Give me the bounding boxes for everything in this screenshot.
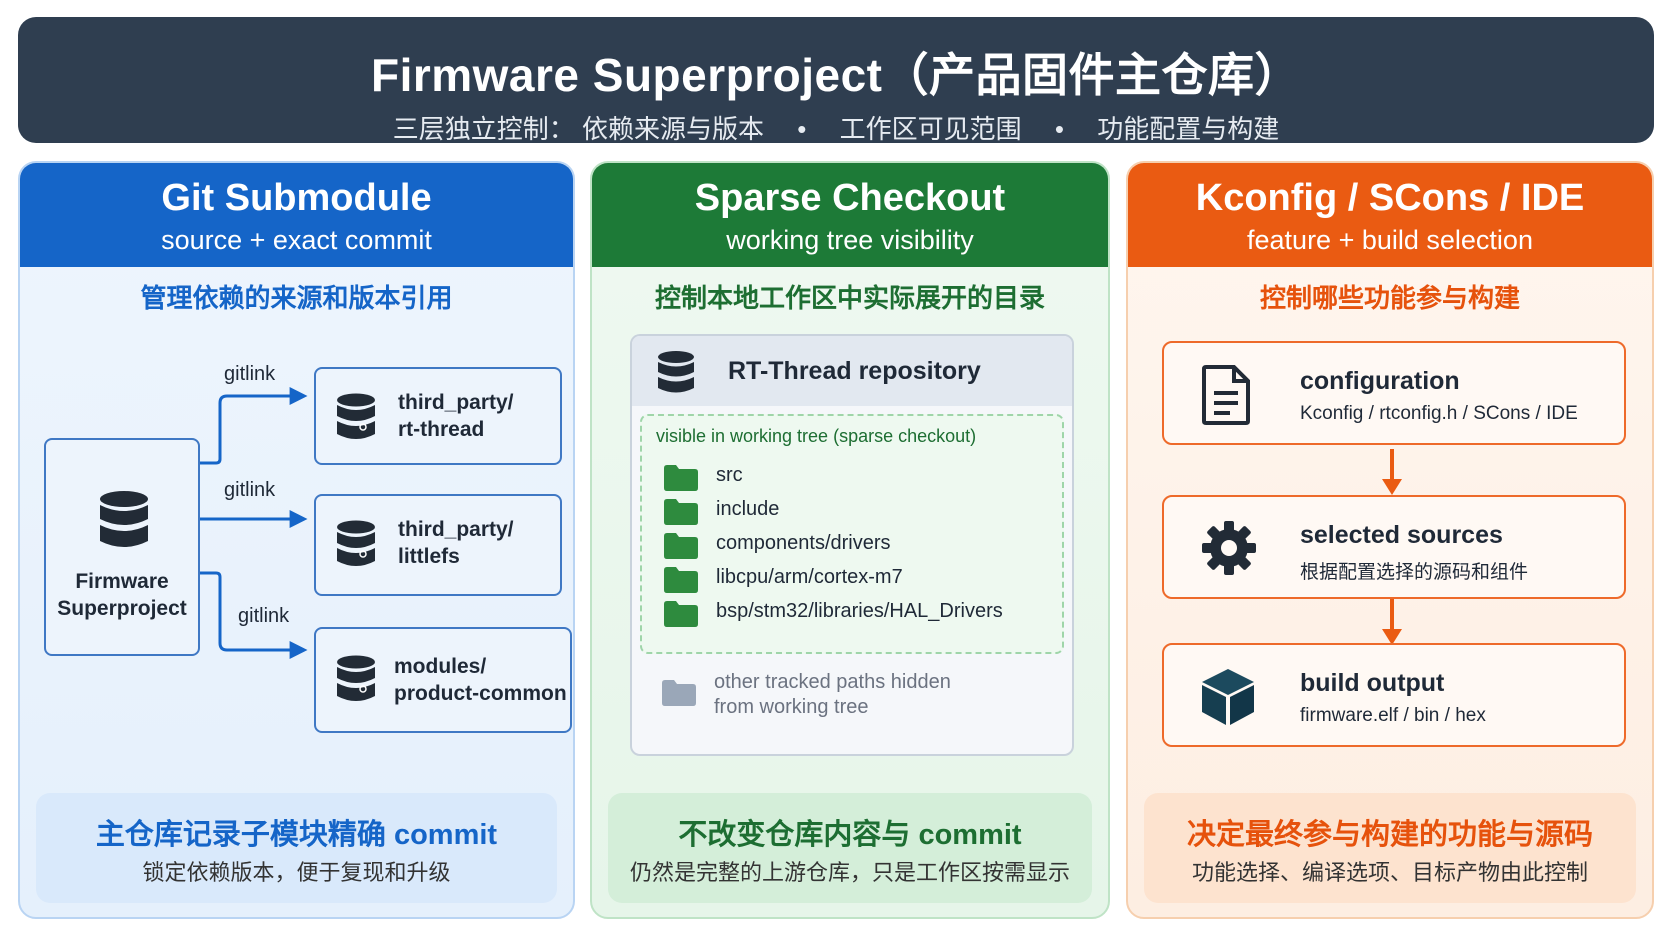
submodule-panel-header: Git Submodule source + exact commit xyxy=(20,163,573,267)
submodule-node-product-common: modules/ product-common xyxy=(314,627,572,733)
folder-icon xyxy=(664,465,698,491)
gitlink-arrow-rt-thread xyxy=(200,387,308,465)
gitlink-arrow-product-common xyxy=(200,571,308,659)
folder-icon xyxy=(664,499,698,525)
superproject-label: Firmware Superproject xyxy=(57,570,187,620)
sparse-panel-title: Sparse Checkout xyxy=(694,177,1006,219)
sparse-footer-title: 不改变仓库内容与 commit xyxy=(678,819,1022,851)
hidden-paths-text: other tracked paths hidden from working … xyxy=(714,671,951,718)
sparse-panel-header: Sparse Checkout working tree visibility xyxy=(592,163,1108,267)
flow-arrow-icon xyxy=(1382,599,1402,645)
submodule-panel: Git Submodule source + exact commit 管理依赖… xyxy=(18,161,575,919)
flow-arrow-icon xyxy=(1382,449,1402,495)
superproject-node: Firmware Superproject xyxy=(44,438,200,656)
step-build-output: build output firmware.elf / bin / hex xyxy=(1162,643,1626,747)
folder-icon xyxy=(664,601,698,627)
repository-title: RT-Thread repository xyxy=(728,357,981,385)
folder-path: include xyxy=(716,498,780,520)
subtitle-separator: • xyxy=(797,114,807,144)
sparse-panel-subtitle: working tree visibility xyxy=(726,225,974,255)
gitlink-connectors xyxy=(200,387,308,659)
cube-icon xyxy=(1202,669,1254,725)
kconfig-panel-title: Kconfig / SCons / IDE xyxy=(1195,177,1585,219)
submodule-tagline: 管理依赖的来源和版本引用 xyxy=(140,283,453,313)
subtitle-lead: 三层独立控制： xyxy=(392,114,575,144)
sparse-footer-text: 仍然是完整的上游仓库，只是工作区按需显示 xyxy=(629,860,1070,885)
submodule-footer: 主仓库记录子模块精确 commit 锁定依赖版本，便于复现和升级 xyxy=(36,793,557,903)
kconfig-panel: Kconfig / SCons / IDE feature + build se… xyxy=(1126,161,1654,919)
submodule-footer-title: 主仓库记录子模块精确 commit xyxy=(95,819,498,851)
page-title: Firmware Superproject（产品固件主仓库） xyxy=(370,49,1302,101)
folder-icon xyxy=(662,680,696,706)
kconfig-panel-subtitle: feature + build selection xyxy=(1247,225,1533,255)
folder-path: src xyxy=(716,464,743,486)
database-icon xyxy=(100,491,148,547)
kconfig-panel-header: Kconfig / SCons / IDE feature + build se… xyxy=(1128,163,1652,267)
sparse-tagline: 控制本地工作区中实际展开的目录 xyxy=(654,283,1045,313)
step-title: selected sources xyxy=(1300,521,1503,549)
visible-caption: visible in working tree (sparse checkout… xyxy=(656,426,977,446)
submodule-node-rt-thread: third_party/ rt-thread xyxy=(314,367,562,465)
submodule-node-littlefs: third_party/ littlefs xyxy=(314,494,562,596)
gear-icon xyxy=(1202,521,1256,575)
subtitle-separator: • xyxy=(1054,114,1064,144)
sparse-footer: 不改变仓库内容与 commit 仍然是完整的上游仓库，只是工作区按需显示 xyxy=(608,793,1092,903)
document-icon xyxy=(1202,365,1250,425)
step-configuration: configuration Kconfig / rtconfig.h / SCo… xyxy=(1162,341,1626,445)
step-title: configuration xyxy=(1300,367,1460,395)
visible-paths-area: visible in working tree (sparse checkout… xyxy=(640,414,1064,654)
linked-database-icon xyxy=(337,520,375,566)
header-banner: Firmware Superproject（产品固件主仓库） 三层独立控制： 依… xyxy=(18,17,1654,146)
folder-icon xyxy=(664,567,698,593)
folder-path: libcpu/arm/cortex-m7 xyxy=(716,566,903,588)
kconfig-footer-text: 功能选择、编译选项、目标产物由此控制 xyxy=(1191,860,1588,885)
step-text: Kconfig / rtconfig.h / SCons / IDE xyxy=(1300,403,1578,424)
linked-database-icon xyxy=(337,393,375,439)
repository-header: RT-Thread repository xyxy=(632,336,1072,406)
kconfig-footer-title: 决定最终参与构建的功能与源码 xyxy=(1186,819,1593,851)
database-icon xyxy=(658,351,694,393)
repository-box: RT-Thread repository visible in working … xyxy=(630,334,1074,756)
step-text: firmware.elf / bin / hex xyxy=(1300,705,1486,726)
submodule-panel-subtitle: source + exact commit xyxy=(161,225,432,255)
kconfig-footer: 决定最终参与构建的功能与源码 功能选择、编译选项、目标产物由此控制 xyxy=(1144,793,1636,903)
gitlink-label: gitlink xyxy=(224,479,276,501)
subtitle-item-source: 依赖来源与版本 xyxy=(582,114,765,144)
step-title: build output xyxy=(1300,669,1445,697)
step-selected-sources: selected sources 根据配置选择的源码和组件 xyxy=(1162,495,1626,599)
linked-database-icon xyxy=(337,655,375,701)
submodule-label: modules/ product-common xyxy=(394,655,567,705)
kconfig-tagline: 控制哪些功能参与构建 xyxy=(1259,283,1520,313)
submodule-label: third_party/ littlefs xyxy=(398,518,514,568)
submodule-footer-text: 锁定依赖版本，便于复现和升级 xyxy=(142,860,451,885)
page-subtitle: 三层独立控制： 依赖来源与版本 • 工作区可见范围 • 功能配置与构建 xyxy=(18,109,1654,146)
subtitle-item-build: 功能配置与构建 xyxy=(1097,114,1280,144)
folder-icon xyxy=(664,533,698,559)
folder-path: components/drivers xyxy=(716,532,891,554)
sparse-panel: Sparse Checkout working tree visibility … xyxy=(590,161,1110,919)
gitlink-label: gitlink xyxy=(238,605,290,627)
step-text: 根据配置选择的源码和组件 xyxy=(1300,562,1529,583)
submodule-label: third_party/ rt-thread xyxy=(398,391,514,441)
folder-path: bsp/stm32/libraries/HAL_Drivers xyxy=(716,600,1003,622)
gitlink-label: gitlink xyxy=(224,363,276,385)
subtitle-item-visibility: 工作区可见范围 xyxy=(839,114,1022,144)
submodule-panel-title: Git Submodule xyxy=(161,177,432,219)
